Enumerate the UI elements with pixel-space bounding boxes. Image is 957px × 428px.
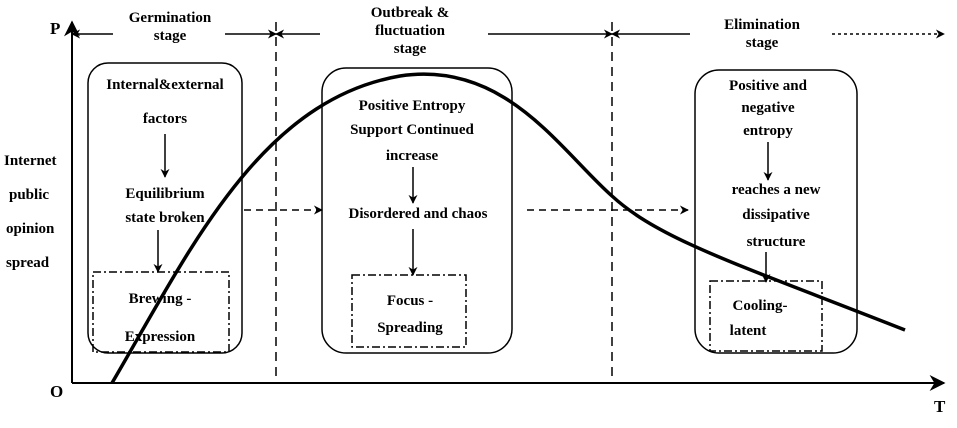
outbreak-cause-1: Positive Entropy [359, 98, 466, 114]
germination-cause-1: Internal&external [106, 77, 223, 93]
stage-elimination-title-2: stage [746, 35, 779, 51]
outbreak-cause-2: Support Continued [350, 122, 474, 138]
elimination-cause-1: Positive and [729, 78, 808, 94]
elimination-box [694, 69, 858, 354]
germination-result-1: Equilibrium [125, 186, 205, 202]
y-axis-label-1: Internet [4, 153, 57, 169]
stage-outbreak-title-2: fluctuation [375, 23, 446, 39]
stage-outbreak-title-1: Outbreak & [371, 5, 449, 21]
elimination-cause-2: negative [741, 100, 795, 116]
elimination-result-3: structure [747, 234, 806, 250]
outbreak-phase-2: Spreading [377, 320, 443, 336]
germination-box [87, 62, 243, 354]
y-axis-label-4: spread [6, 255, 50, 271]
germination-phase-1: Brewing - [129, 291, 192, 307]
y-axis-label-2: public [9, 187, 49, 203]
opinion-curve [110, 72, 906, 384]
stage-outbreak-title-3: stage [394, 41, 427, 57]
y-axis-letter: P [50, 19, 60, 38]
elimination-result-2: dissipative [742, 207, 810, 223]
focus-phase-box [351, 274, 467, 348]
outbreak-cause-3: increase [386, 148, 439, 164]
elimination-phase-1: Cooling- [732, 298, 787, 314]
origin-label: O [50, 382, 63, 401]
y-axis-label-3: opinion [6, 221, 55, 237]
stage-elimination-title-1: Elimination [724, 17, 801, 33]
elimination-phase-2: latent [730, 323, 767, 339]
germination-phase-2: Expression [125, 329, 196, 345]
germination-result-2: state broken [125, 210, 205, 226]
stage-germination-title-1: Germination [129, 10, 212, 26]
outbreak-phase-1: Focus - [387, 293, 433, 309]
germination-cause-2: factors [143, 111, 187, 127]
x-axis-letter: T [934, 397, 946, 416]
elimination-result-1: reaches a new [732, 182, 821, 198]
outbreak-result: Disordered and chaos [349, 206, 488, 222]
stage-germination-title-2: stage [154, 28, 187, 44]
elimination-cause-3: entropy [743, 123, 793, 139]
